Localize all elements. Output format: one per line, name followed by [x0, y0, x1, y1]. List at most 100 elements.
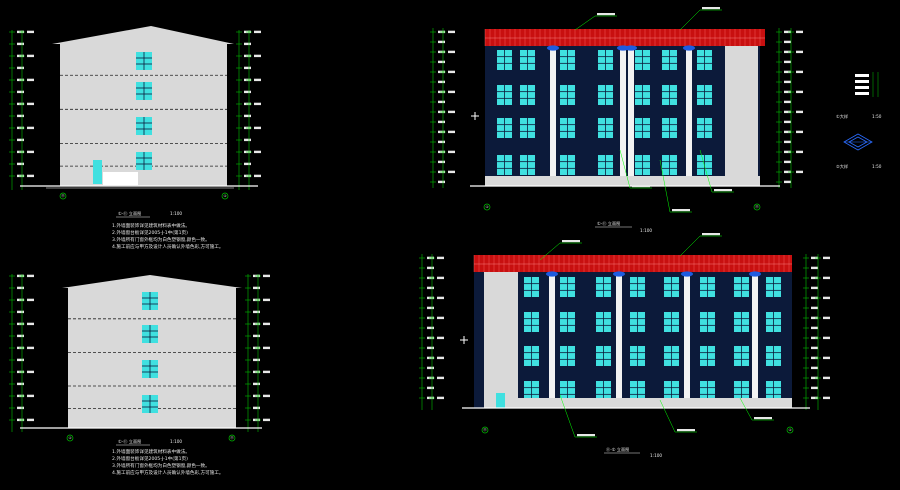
column-ornament [749, 271, 761, 277]
dimension-value [811, 346, 818, 350]
window-column [136, 52, 152, 170]
dimension-value [17, 66, 24, 70]
dimension-value [427, 366, 434, 370]
end-wall [484, 272, 518, 408]
drawing-scale: 1:100 [170, 439, 182, 444]
axis-bubble-left [483, 203, 491, 211]
drawing-title: ①-⑪ 立面图 [597, 220, 620, 227]
dimension-value [17, 138, 24, 142]
window-grid [524, 277, 781, 401]
dimension-value [27, 298, 34, 302]
dimension-value [784, 80, 791, 84]
dimension-value [17, 310, 24, 314]
dimension-value [17, 334, 24, 338]
drawing-scale: 1:100 [170, 211, 182, 216]
dimension-value [27, 150, 34, 154]
dimension-value [448, 90, 455, 94]
dimension-value [17, 286, 24, 290]
window-grid [497, 50, 712, 175]
dimension-value [253, 358, 260, 362]
dimension-value [448, 170, 455, 174]
roof-tile-pattern [484, 29, 765, 46]
column-shaft [628, 46, 634, 176]
leader-text [562, 240, 580, 243]
dimension-value [448, 70, 455, 74]
axis-bubble-left [59, 192, 67, 200]
axis-bubble-right [228, 434, 236, 442]
dimension-value [254, 102, 261, 106]
dimension-value [784, 130, 791, 134]
dimension-value [27, 370, 34, 374]
leader-line [559, 394, 576, 438]
axis-bubble-right [753, 203, 761, 211]
dimension-value [811, 356, 818, 360]
leader-text [702, 7, 720, 10]
dimension-value [263, 346, 270, 350]
notes-bottom: 1.外墙面装饰详见建筑材料表中做法。 2.外墙窗台板详见2005-J-1中(第1… [112, 448, 224, 476]
dimension-value [253, 382, 260, 386]
dimension-value [427, 386, 434, 390]
axis-label-right: ⑪ [230, 435, 234, 440]
dimension-value [448, 30, 455, 34]
base-band [485, 176, 760, 186]
column-shaft [620, 46, 626, 176]
dimension-value [244, 162, 251, 166]
ornament-detail [843, 133, 873, 151]
dimension-value [437, 376, 444, 380]
dimension-lines [430, 28, 803, 188]
dimension-value [27, 346, 34, 350]
dimension-value [811, 276, 818, 280]
leader-line [739, 397, 753, 421]
dimension-value [437, 276, 444, 280]
dimension-value [438, 100, 445, 104]
leader-text [714, 189, 732, 192]
dimension-value [784, 160, 791, 164]
dimension-value [784, 60, 791, 64]
entry-door [496, 393, 505, 408]
entry-door [93, 160, 102, 184]
dimension-value [796, 50, 803, 54]
dimension-value [27, 274, 34, 278]
leader-line [659, 159, 671, 213]
dimension-value [823, 376, 830, 380]
dimension-value [811, 336, 818, 340]
dimension-value [437, 256, 444, 260]
note-line: 1.外墙面装饰详见建筑材料表中做法。 [112, 222, 190, 229]
dimension-value [811, 296, 818, 300]
dimension-value [811, 396, 818, 400]
column-ornament [683, 45, 695, 51]
dimension-value [427, 286, 434, 290]
columns [546, 271, 761, 398]
leader-line [574, 15, 596, 31]
detail-drawings: ①大样 1:50 ②大样 1:50 [836, 72, 882, 170]
end-wall [725, 46, 758, 186]
note-line: 3.外墙所有门窗外框均为白色塑钢窗,颜色一致。 [112, 236, 210, 243]
dimension-value [437, 396, 444, 400]
dimension-value [823, 316, 830, 320]
column-ornament [625, 45, 637, 51]
leader-line [679, 235, 701, 257]
dimension-value [811, 366, 818, 370]
dimension-value [27, 78, 34, 82]
front-elevation-bottom: ⑪ ① ⑪-① 立面图 1:100 [419, 233, 830, 458]
dimension-value [448, 130, 455, 134]
dimension-value [17, 382, 24, 386]
dimension-value [796, 170, 803, 174]
base-band [484, 398, 792, 408]
dimension-value [438, 140, 445, 144]
columns [547, 45, 695, 176]
drawing-title: ⑪-① 立面图 [606, 446, 629, 453]
leader-text [597, 13, 615, 16]
note-line: 2.外墙窗台板详见2005-J-1中(第1页) [112, 455, 188, 462]
dimension-value [438, 120, 445, 124]
dimension-value [823, 296, 830, 300]
column-shaft [549, 272, 555, 398]
front-elevation-top: ① ⑪ ①-⑪ 立面图 1:100 [430, 7, 803, 233]
detail-label-1: ①大样 [836, 113, 848, 120]
drawing-scale: 1:100 [650, 453, 662, 458]
dimension-value [784, 40, 791, 44]
column-ornament [613, 271, 625, 277]
dimension-value [796, 150, 803, 154]
axis-bubble-right [221, 192, 229, 200]
